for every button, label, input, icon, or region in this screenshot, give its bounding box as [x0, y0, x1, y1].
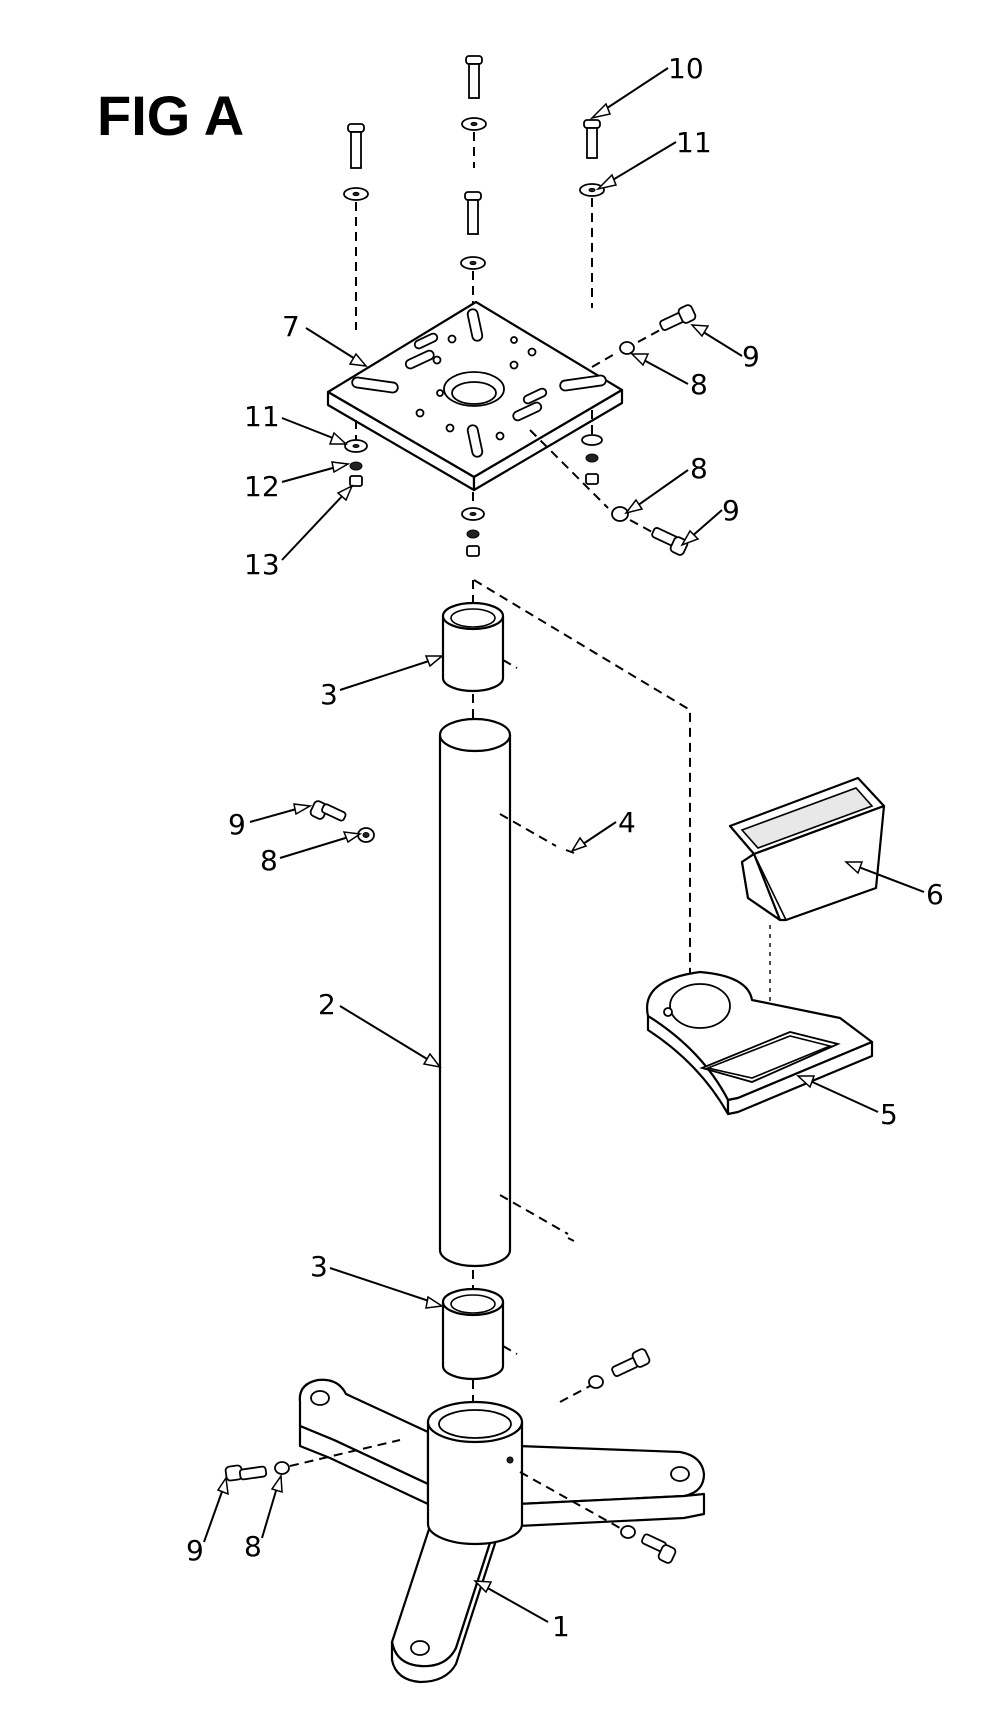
- base-side-screw-upper-right: [559, 1348, 651, 1403]
- callout-8: 8: [260, 844, 278, 877]
- bolt-top-left: [343, 123, 369, 330]
- callout-13: 13: [244, 548, 280, 581]
- base-side-screw-left: [224, 1439, 401, 1482]
- callout-8: 8: [244, 1530, 262, 1563]
- callout-2: 2: [318, 988, 336, 1021]
- upper-bushing: [441, 580, 518, 722]
- bolt-top-right: [579, 119, 605, 308]
- top-bolts: [343, 55, 605, 330]
- callout-8: 8: [690, 452, 708, 485]
- column-side-screw: [309, 800, 375, 843]
- plate-side-screw-upper: [591, 304, 697, 368]
- callout-5: 5: [880, 1098, 898, 1131]
- callout-9: 9: [228, 808, 246, 841]
- callout-8: 8: [690, 368, 708, 401]
- tripod-base: [298, 1378, 706, 1684]
- leader-lines: [203, 67, 925, 1623]
- callout-1: 1: [552, 1610, 570, 1643]
- storage-tray: [728, 776, 886, 1010]
- callout-4: 4: [618, 806, 636, 839]
- plate-side-screw-lower: [529, 429, 689, 556]
- callout-9: 9: [742, 340, 760, 373]
- callout-3: 3: [310, 1250, 328, 1283]
- bolt-center: [460, 191, 486, 305]
- tray-alignment-line: [473, 579, 691, 990]
- callout-11: 11: [244, 400, 280, 433]
- plate-lower-hardware: [344, 410, 603, 557]
- figure-title: FIG A: [97, 84, 244, 147]
- column-tube: [438, 717, 575, 1268]
- callout-7: 7: [282, 310, 300, 343]
- callout-9: 9: [186, 1534, 204, 1567]
- callout-6: 6: [926, 878, 944, 911]
- lower-bushing: [441, 1270, 518, 1410]
- callout-10: 10: [668, 52, 704, 85]
- callout-3: 3: [320, 678, 338, 711]
- callout-9: 9: [722, 494, 740, 527]
- callout-labels: 10 11 7 9 8 11 12 8 9 13 3 4 9 8 6 2 5 3…: [186, 52, 944, 1643]
- base-side-screw-lower-right: [519, 1471, 677, 1564]
- top-mounting-plate: [326, 300, 624, 492]
- bolt-top-center: [461, 55, 487, 168]
- callout-12: 12: [244, 470, 280, 503]
- tray-holder-bracket: [645, 970, 874, 1116]
- callout-11: 11: [676, 126, 712, 159]
